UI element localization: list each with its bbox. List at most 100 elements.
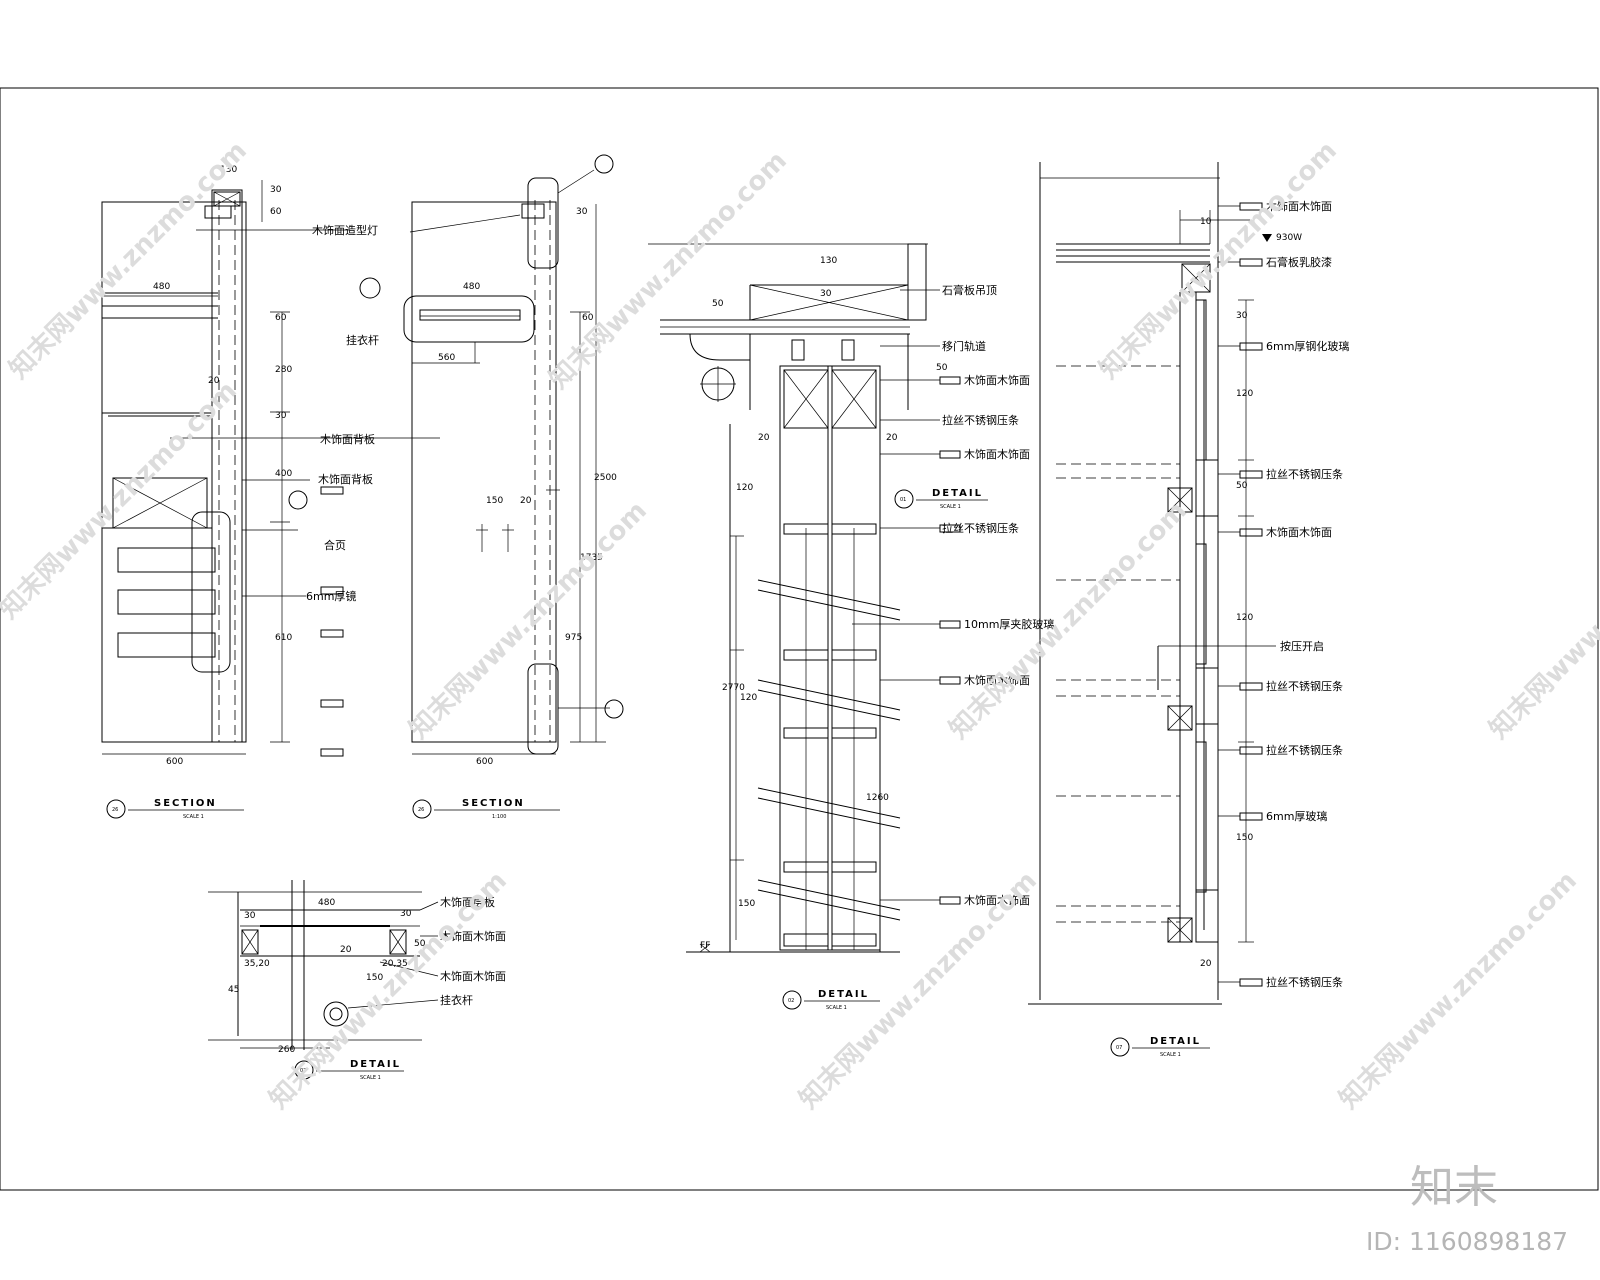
svg-text:26: 26 — [418, 807, 424, 813]
detail-small-center-title-text: DETAIL — [932, 488, 983, 499]
svg-text:130: 130 — [820, 256, 837, 266]
detail-center-title: 02 DETAIL SCALE 1 — [782, 989, 880, 1011]
note-glass-mirror: 6mm厚镜 — [306, 589, 356, 603]
svg-text:130: 130 — [220, 165, 237, 175]
sheet-border — [0, 87, 1599, 1191]
svg-text:20,35: 20,35 — [382, 959, 408, 969]
detail-bottom-left-drawing — [208, 880, 439, 1050]
svg-text:知末网www.znzmo.com: 知末网www.znzmo.com — [1334, 866, 1583, 1115]
note-metal-trim-e: 拉丝不锈钢压条 — [1266, 743, 1343, 757]
svg-text:20: 20 — [520, 496, 532, 506]
svg-text:20: 20 — [758, 433, 770, 443]
svg-text:SCALE 1: SCALE 1 — [183, 814, 204, 820]
detail-right-notes: 木饰面木饰面 石膏板乳胶漆 6mm厚钢化玻璃 拉丝不锈钢压条 木饰面木饰面 按压… — [1266, 199, 1349, 989]
svg-text:120: 120 — [740, 693, 757, 703]
watermark-layer: 知末网www.znzmo.com 知末网www.znzmo.com 知末网www… — [0, 136, 1600, 1256]
detail-bottom-left-title: 02 DETAIL SCALE 1 — [294, 1059, 404, 1081]
svg-text:20: 20 — [340, 945, 352, 955]
note-wood-face-b: 木饰面木饰面 — [964, 447, 1030, 461]
note-glass-6: 6mm厚钢化玻璃 — [1266, 339, 1349, 353]
detail-center-notes: 石膏板吊顶 移门轨道 木饰面木饰面 拉丝不锈钢压条 木饰面木饰面 拉丝不锈钢压条… — [942, 283, 1054, 907]
note-metal-trim-c: 拉丝不锈钢压条 — [1266, 467, 1343, 481]
svg-text:45: 45 — [228, 985, 239, 995]
svg-text:20: 20 — [1200, 959, 1212, 969]
svg-text:10: 10 — [1200, 217, 1212, 227]
note-veneer-mid: 木饰面背板 — [318, 472, 373, 486]
svg-text:120: 120 — [1236, 613, 1253, 623]
svg-text:20: 20 — [208, 376, 220, 386]
svg-text:50: 50 — [414, 939, 426, 949]
svg-text:02: 02 — [300, 1068, 306, 1074]
note-ceiling-paint: 石膏板乳胶漆 — [1266, 255, 1332, 269]
detail-right-title: 07 DETAIL SCALE 1 — [1110, 1036, 1210, 1058]
svg-text:400: 400 — [275, 469, 292, 479]
svg-text:280: 280 — [275, 365, 292, 375]
svg-text:2770: 2770 — [722, 683, 745, 693]
svg-text:SCALE 1: SCALE 1 — [360, 1075, 381, 1081]
svg-text:975: 975 — [565, 633, 582, 643]
note-b-light: 木饰面木饰面 — [440, 929, 506, 943]
brand-watermark: 知末 — [1410, 1162, 1498, 1213]
svg-text:600: 600 — [476, 757, 493, 767]
svg-text:知末网www.znzmo.com: 知末网www.znzmo.com — [544, 146, 793, 395]
detail-center-title-text: DETAIL — [818, 989, 869, 1000]
svg-text:120: 120 — [736, 483, 753, 493]
note-wood-face-f: 木饰面木饰面 — [1266, 525, 1332, 539]
detail-bottom-left-notes: 木饰面层板 木饰面木饰面 木饰面木饰面 挂衣杆 — [440, 895, 506, 1007]
svg-text:30: 30 — [275, 411, 287, 421]
svg-text:480: 480 — [318, 898, 335, 908]
svg-text:35,20: 35,20 — [244, 959, 270, 969]
note-wood-face-e: 木饰面木饰面 — [1266, 199, 1332, 213]
section-2-title: 26 SECTION 1:100 — [412, 798, 560, 820]
svg-text:SCALE 1: SCALE 1 — [826, 1005, 847, 1011]
section-1-title-text: SECTION — [154, 798, 217, 809]
svg-text:知末网www.znzmo.com: 知末网www.znzmo.com — [4, 136, 253, 385]
svg-text:01: 01 — [900, 497, 906, 503]
svg-text:480: 480 — [463, 282, 480, 292]
svg-text:30: 30 — [270, 185, 282, 195]
svg-text:50: 50 — [712, 299, 724, 309]
svg-text:610: 610 — [275, 633, 292, 643]
note-wood-face-a: 木饰面木饰面 — [964, 373, 1030, 387]
note-wood-face-d: 木饰面木饰面 — [964, 893, 1030, 907]
svg-text:30: 30 — [1236, 311, 1248, 321]
svg-text:07: 07 — [1116, 1045, 1122, 1051]
note-rail: 挂衣杆 — [346, 333, 379, 347]
note-metal-trim-d: 拉丝不锈钢压条 — [1266, 679, 1343, 693]
svg-text:30: 30 — [400, 909, 412, 919]
svg-text:560: 560 — [438, 353, 455, 363]
svg-text:60: 60 — [275, 313, 287, 323]
svg-text:930W: 930W — [1276, 233, 1302, 243]
section-2-dims: 480 560 150 20 30 60 2500 1735 975 600 — [438, 207, 617, 767]
note-b-board: 木饰面层板 — [440, 895, 495, 909]
note-wood-face-c: 木饰面木饰面 — [964, 673, 1030, 687]
detail-small-center-title: 01 DETAIL SCALE 1 — [894, 488, 988, 510]
svg-text:02: 02 — [788, 998, 794, 1004]
svg-text:1260: 1260 — [866, 793, 889, 803]
detail-bottom-left-title-text: DETAIL — [350, 1059, 401, 1070]
note-push-lock: 按压开启 — [1280, 639, 1324, 653]
svg-text:50: 50 — [1236, 481, 1248, 491]
svg-text:SCALE 1: SCALE 1 — [940, 504, 961, 510]
note-top-light: 木饰面造型灯 — [312, 223, 378, 237]
svg-text:FF: FF — [700, 941, 710, 951]
svg-text:60: 60 — [582, 313, 594, 323]
note-b-rail: 挂衣杆 — [440, 993, 473, 1007]
svg-text:60: 60 — [270, 207, 282, 217]
note-metal-trim-a: 拉丝不锈钢压条 — [942, 413, 1019, 427]
svg-text:600: 600 — [166, 757, 183, 767]
note-sliding-track: 移门轨道 — [942, 339, 986, 353]
detail-right-title-text: DETAIL — [1150, 1036, 1201, 1047]
note-glass-10: 10mm厚夹胶玻璃 — [964, 617, 1054, 631]
svg-text:260: 260 — [278, 1045, 295, 1055]
svg-text:120: 120 — [1236, 389, 1253, 399]
detail-right-dims: 10 930W 30 120 50 120 150 20 — [1200, 217, 1302, 969]
note-metal-trim-f: 拉丝不锈钢压条 — [1266, 975, 1343, 989]
note-ceiling-board: 石膏板吊顶 — [942, 283, 997, 297]
svg-text:150: 150 — [738, 899, 755, 909]
detail-center-drawing — [648, 243, 961, 953]
svg-text:30: 30 — [244, 911, 256, 921]
note-glass-6b: 6mm厚玻璃 — [1266, 809, 1327, 823]
svg-text:26: 26 — [112, 807, 118, 813]
